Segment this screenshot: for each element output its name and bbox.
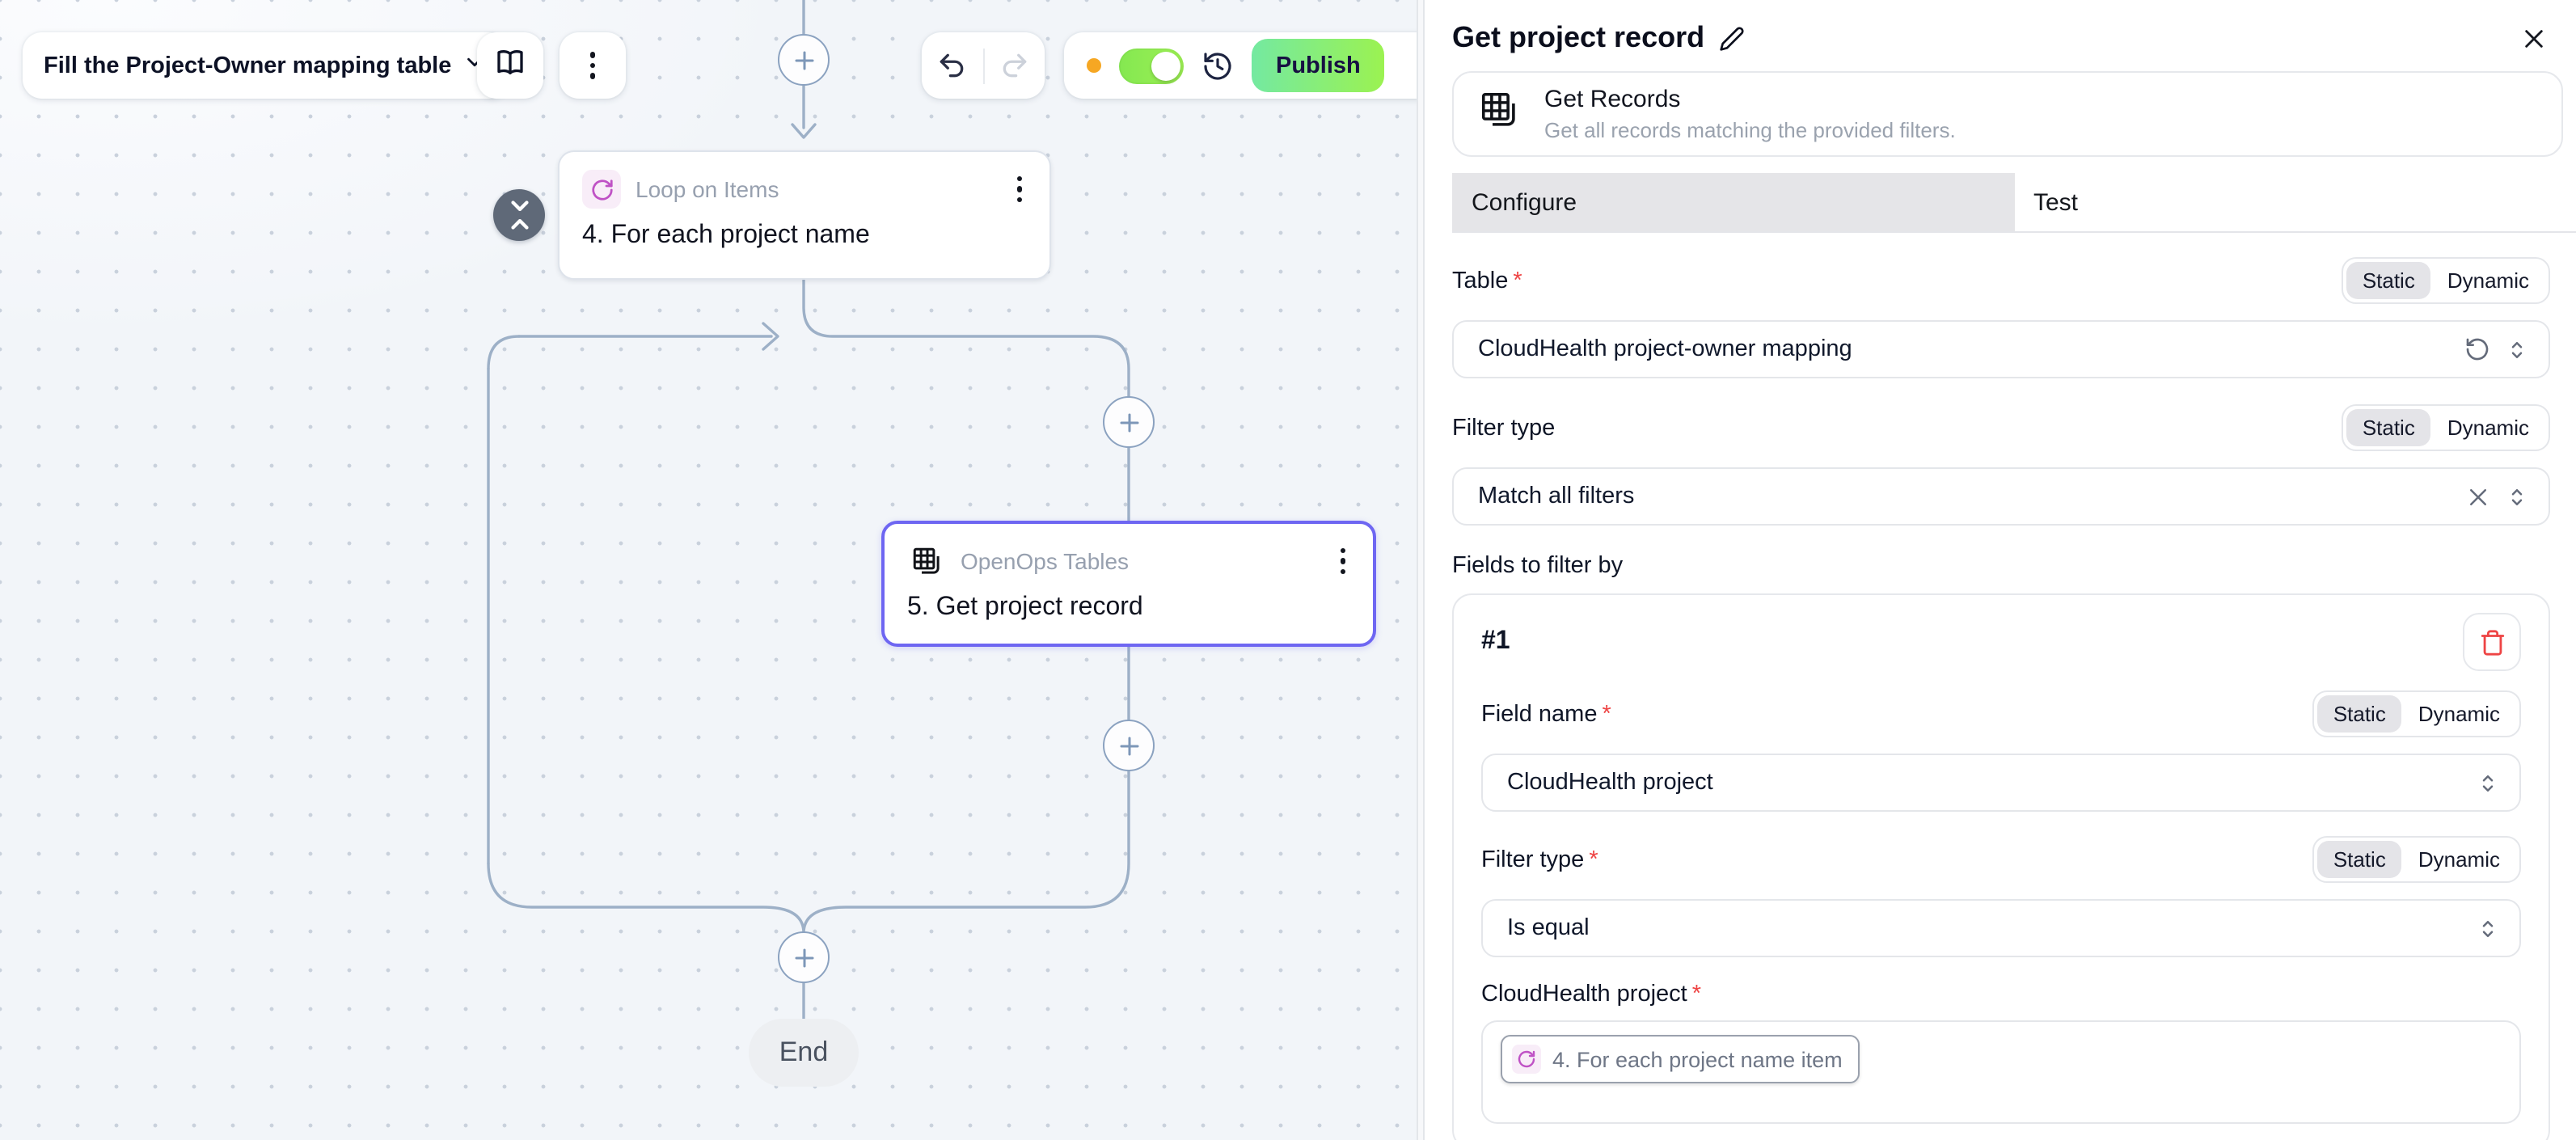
field-name-label: Field name* (1481, 701, 1611, 727)
configure-form: Table* Static Dynamic CloudHealth projec… (1425, 233, 2576, 1140)
edit-name-icon[interactable] (1719, 25, 1745, 51)
book-open-icon (493, 44, 527, 87)
action-name: Get Records (1544, 86, 1681, 113)
filter-type-label: Filter type (1452, 415, 1556, 441)
token-label: 4. For each project name item (1552, 1047, 1843, 1071)
delete-filter-button[interactable] (2463, 613, 2521, 671)
step-settings-panel: Get project record Get Records Get all r… (1425, 0, 2576, 1140)
step-piece-name: OpenOps Tables (961, 548, 1130, 574)
canvas-menu-button[interactable] (560, 32, 626, 99)
publish-button[interactable]: Publish (1252, 39, 1385, 92)
filter-type-select[interactable]: Match all filters (1452, 467, 2550, 526)
tab-configure[interactable]: Configure (1452, 173, 2014, 231)
table-label: Table* (1452, 268, 1522, 293)
dynamic-option[interactable]: Dynamic (2447, 268, 2529, 293)
dynamic-option[interactable]: Dynamic (2418, 847, 2500, 872)
table-select[interactable]: CloudHealth project-owner mapping (1452, 320, 2550, 378)
item-filter-type-static-dynamic-toggle: Static Dynamic (2312, 836, 2521, 883)
add-step-button[interactable] (778, 931, 830, 983)
flow-status-group: Publish (1064, 32, 1436, 99)
tables-icon (1478, 88, 1522, 140)
static-option[interactable]: Static (2346, 409, 2431, 446)
chevrons-up-down-icon (2476, 916, 2500, 940)
item-filter-type-value: Is equal (1507, 915, 1590, 941)
filter-type-static-dynamic-toggle: Static Dynamic (2341, 404, 2550, 451)
panel-title: Get project record (1452, 21, 1705, 53)
static-option[interactable]: Static (2316, 841, 2402, 878)
flow-enabled-toggle[interactable] (1119, 48, 1184, 83)
required-marker: * (1589, 847, 1598, 872)
end-label: End (779, 1037, 829, 1067)
toolbar-divider (982, 48, 984, 83)
loop-item-token[interactable]: 4. For each project name item (1501, 1035, 1860, 1083)
flow-end-node: End (749, 1019, 859, 1087)
field-name-select[interactable]: CloudHealth project (1481, 754, 2521, 812)
step-menu-button[interactable] (1011, 171, 1027, 207)
step-title: 4. For each project name (582, 222, 870, 249)
loop-step-node[interactable]: Loop on Items 4. For each project name (558, 150, 1051, 280)
filter-type-value: Match all filters (1478, 483, 1635, 509)
step-title: 5. Get project record (907, 593, 1143, 621)
close-icon[interactable] (2518, 22, 2550, 54)
action-info-card: Get Records Get all records matching the… (1452, 71, 2563, 157)
tab-test[interactable]: Test (2033, 188, 2079, 216)
item-filter-type-label: Filter type* (1481, 847, 1598, 872)
chevrons-up-down-icon (2476, 771, 2500, 795)
undo-redo-group (922, 32, 1045, 99)
item-filter-type-select[interactable]: Is equal (1481, 899, 2521, 957)
dynamic-option[interactable]: Dynamic (2418, 702, 2500, 726)
add-step-button[interactable] (1103, 720, 1155, 771)
fields-section-label: Fields to filter by (1452, 553, 1624, 579)
add-step-button[interactable] (778, 34, 830, 86)
chevrons-up-down-icon (2505, 337, 2529, 361)
flow-name-dropdown[interactable]: Fill the Project-Owner mapping table (23, 32, 508, 99)
loop-icon (582, 170, 621, 209)
draft-status-dot (1087, 58, 1101, 73)
add-step-button[interactable] (1103, 396, 1155, 448)
redo-button[interactable] (999, 50, 1030, 81)
version-history-icon[interactable] (1201, 49, 1234, 82)
field-name-value: CloudHealth project (1507, 770, 1713, 796)
loop-icon (1512, 1045, 1541, 1074)
tables-step-node[interactable]: OpenOps Tables 5. Get project record (881, 521, 1376, 647)
static-option[interactable]: Static (2346, 262, 2431, 299)
refresh-icon[interactable] (2464, 336, 2490, 362)
required-marker: * (1691, 982, 1702, 1007)
kebab-menu-icon (585, 48, 601, 83)
docs-button[interactable] (477, 32, 543, 99)
action-description: Get all records matching the provided fi… (1544, 118, 1956, 142)
panel-resize-handle[interactable] (1417, 0, 1425, 1140)
required-marker: * (1602, 701, 1611, 727)
panel-header: Get project record (1425, 0, 2576, 55)
tables-icon (907, 542, 946, 581)
project-value-label: CloudHealth project* (1481, 982, 1702, 1007)
required-marker: * (1513, 268, 1522, 293)
project-value-input[interactable]: 4. For each project name item (1481, 1020, 2521, 1124)
filter-item-index: #1 (1481, 627, 1510, 655)
chevrons-up-down-icon (2505, 484, 2529, 509)
clear-icon[interactable] (2466, 484, 2490, 509)
undo-button[interactable] (937, 50, 968, 81)
flow-canvas[interactable]: Fill the Project-Owner mapping table (0, 0, 1436, 1140)
flow-name: Fill the Project-Owner mapping table (44, 53, 452, 78)
static-option[interactable]: Static (2316, 695, 2402, 733)
dynamic-option[interactable]: Dynamic (2447, 416, 2529, 440)
panel-tabs: Configure Test (1452, 173, 2576, 233)
filter-item-card: #1 Field name* Static Dynamic Clou (1452, 593, 2550, 1140)
trash-icon (2478, 628, 2506, 656)
step-menu-button[interactable] (1335, 543, 1350, 579)
step-piece-name: Loop on Items (636, 176, 779, 202)
field-name-static-dynamic-toggle: Static Dynamic (2312, 690, 2521, 737)
collapse-loop-button[interactable] (493, 189, 545, 241)
table-static-dynamic-toggle: Static Dynamic (2341, 257, 2550, 304)
table-value: CloudHealth project-owner mapping (1478, 336, 1852, 362)
